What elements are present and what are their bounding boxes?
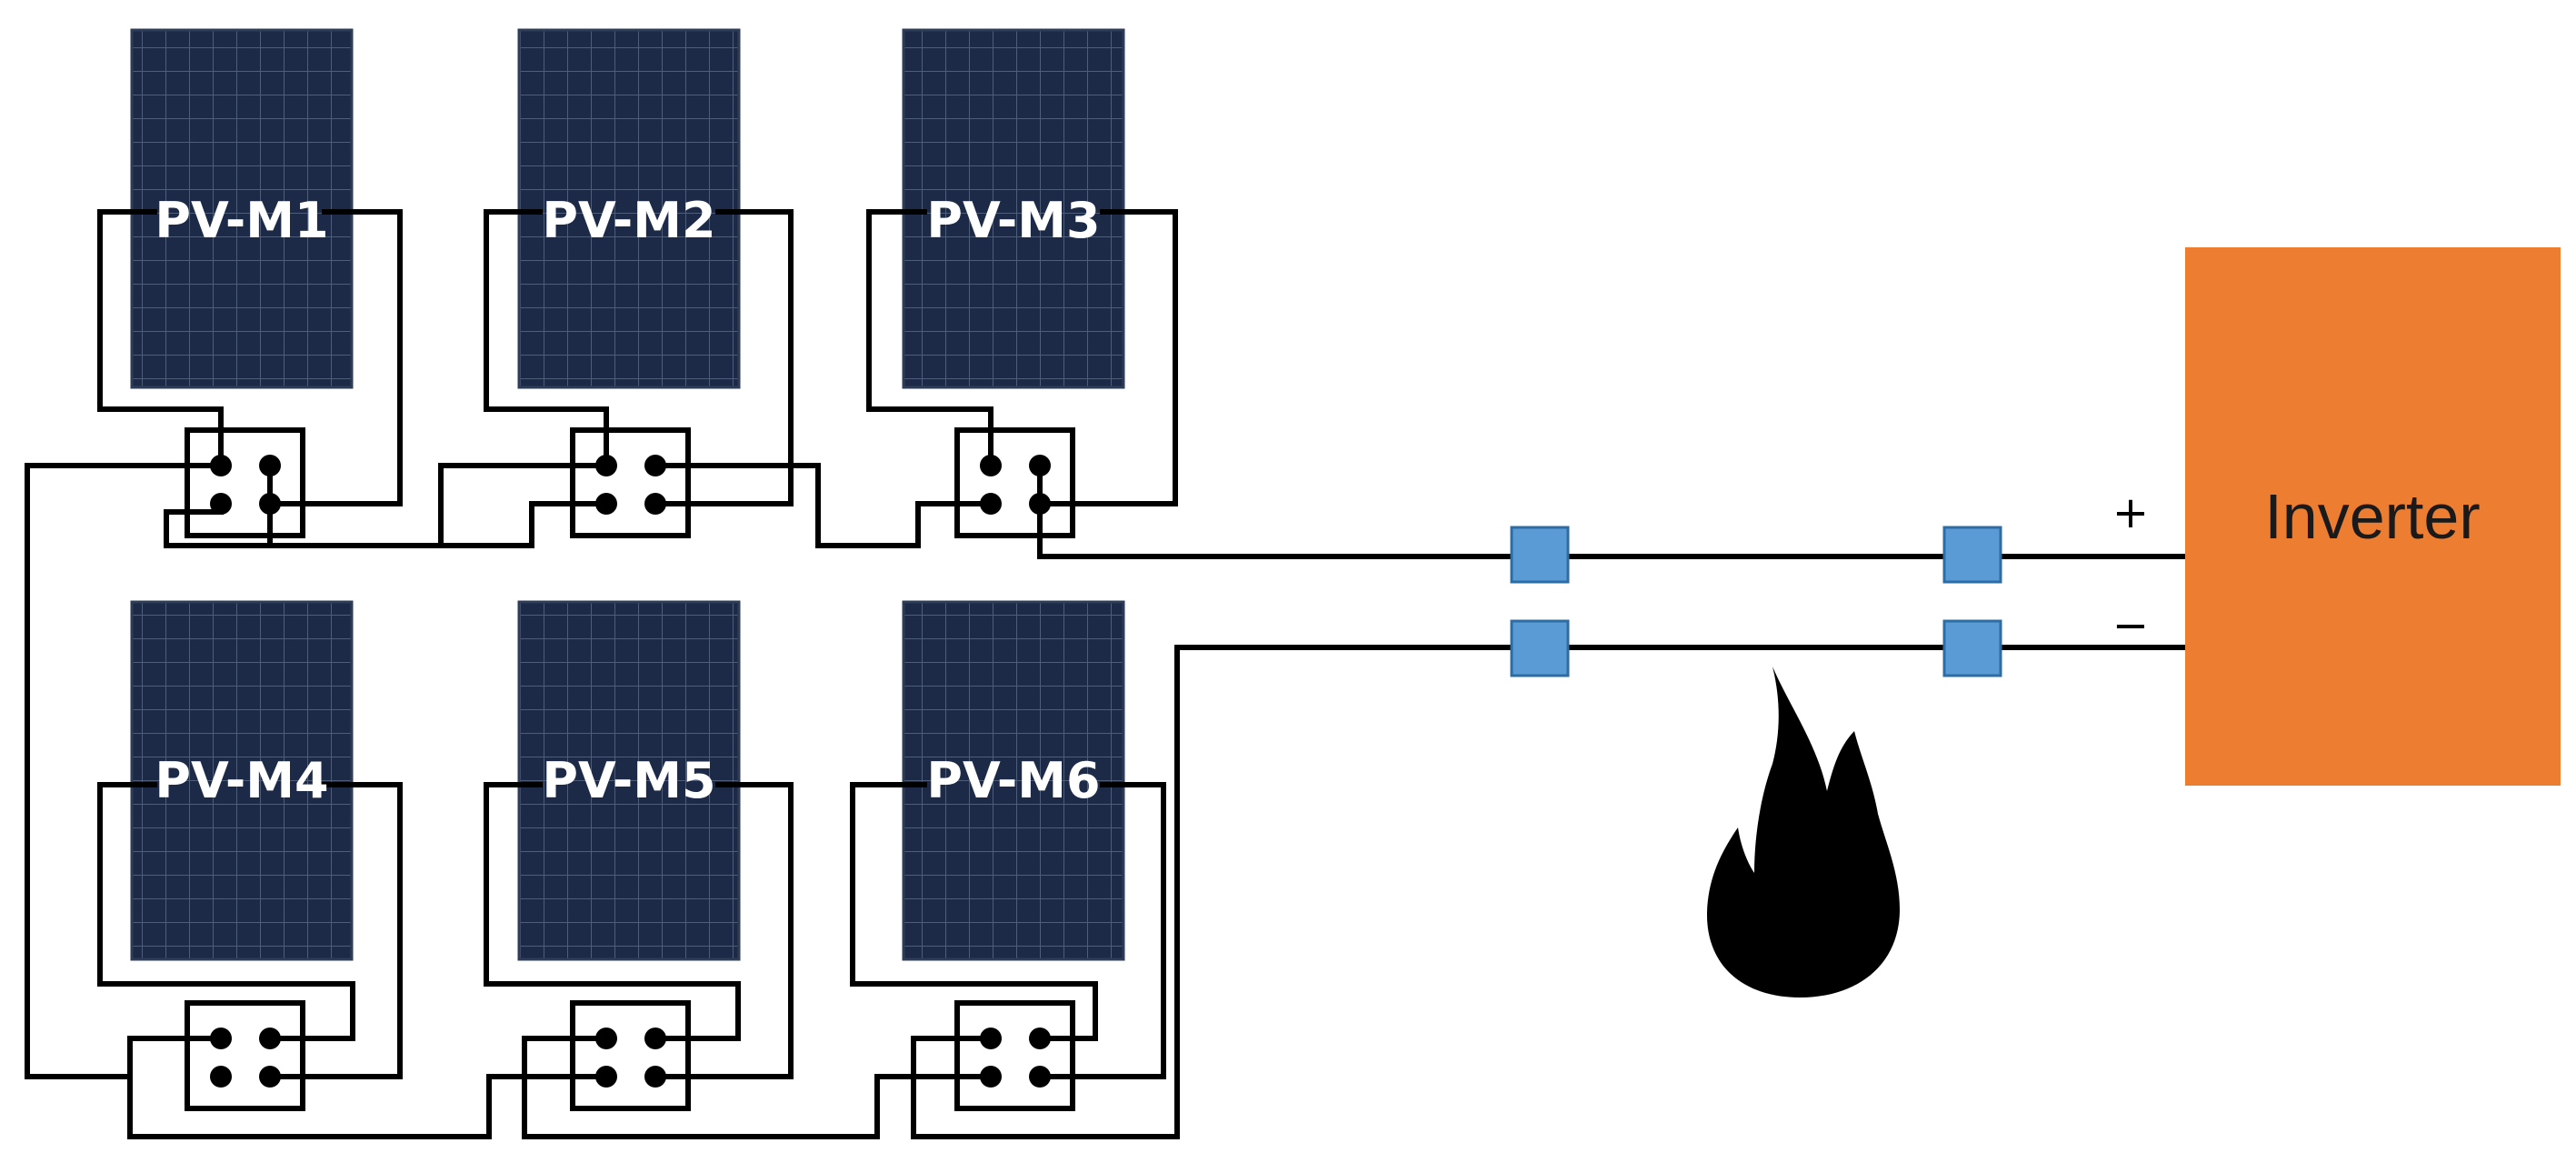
module-loop-m5 (484, 782, 794, 1079)
junction-box-m3 (954, 427, 1075, 538)
string-link-m6-end (911, 645, 1180, 1139)
positive-feeder (1037, 463, 2194, 559)
panel-label-m3: PV-M3 (926, 192, 1100, 249)
negative-terminal-label: − (2112, 600, 2149, 651)
module-loop-m6 (850, 782, 1166, 1079)
panel-label-m4: PV-M4 (155, 752, 328, 809)
fire-icon (1706, 667, 1900, 998)
connector-group (1510, 526, 2002, 677)
module-loop-m2 (484, 209, 794, 506)
connector-positive-right (1942, 526, 2002, 584)
solar-panel-m1 (130, 28, 354, 389)
inverter-label: Inverter (2264, 481, 2480, 552)
string-link-m2-m3 (653, 463, 993, 548)
junction-box-m5 (570, 1000, 691, 1111)
solar-panel-m6 (902, 600, 1125, 961)
inverter (2185, 247, 2561, 786)
solar-panel-m4 (130, 600, 354, 961)
solar-panel-m3 (902, 28, 1125, 389)
string-link-m2-m1 (438, 463, 609, 548)
panel-label-m5: PV-M5 (542, 752, 715, 809)
junction-box-m1 (185, 427, 305, 538)
connector-negative-left (1510, 619, 1570, 677)
panel-label-m1: PV-M1 (155, 192, 328, 249)
solar-panel-m2 (517, 28, 741, 389)
string-link-m4-m5 (127, 1036, 609, 1139)
module-loop-m3 (866, 209, 1178, 506)
module-loop-m4 (97, 782, 403, 1079)
solar-panel-m5 (517, 600, 741, 961)
junction-box-m2 (570, 427, 691, 538)
panel-label-m6: PV-M6 (926, 752, 1100, 809)
string-link-m1-m2 (164, 463, 609, 548)
string-link-m1-m4 (25, 463, 224, 1079)
junction-box-m4 (185, 1000, 305, 1111)
wiring (25, 209, 2194, 1139)
junction-box-m6 (954, 1000, 1075, 1111)
connector-positive-left (1510, 526, 1570, 584)
string-link-m5-m6 (522, 1036, 993, 1139)
module-loop-m1 (97, 209, 403, 506)
connector-negative-right (1942, 619, 2002, 677)
panel-label-m2: PV-M2 (542, 192, 715, 249)
positive-terminal-label: + (2112, 487, 2149, 538)
